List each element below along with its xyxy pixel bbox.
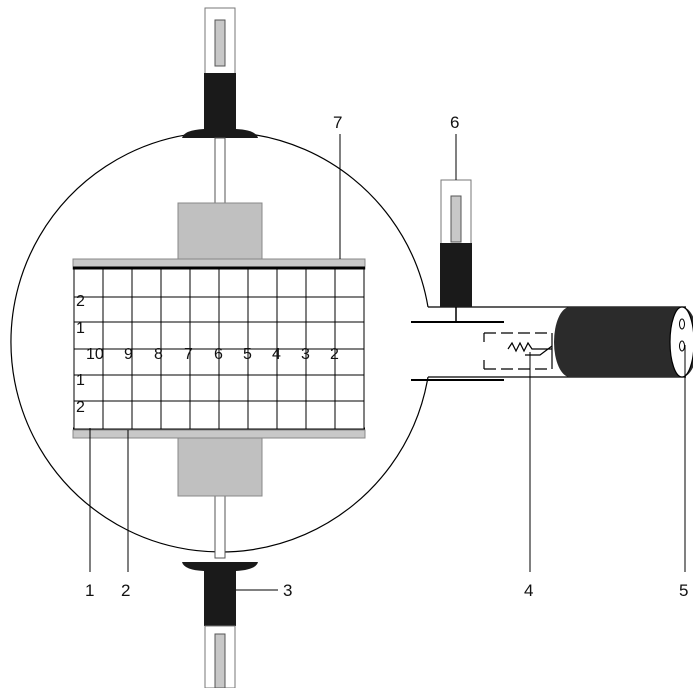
- callout-4: 4: [524, 581, 533, 600]
- scale-h-5: 5: [243, 346, 252, 363]
- callout-1: 1: [85, 581, 94, 600]
- scale-h-4: 4: [272, 346, 281, 363]
- filament-coil: [507, 341, 552, 353]
- scale-v-top-1: 1: [76, 320, 85, 337]
- electron-gun: [554, 306, 693, 378]
- scale-h-10: 10: [86, 346, 104, 363]
- scale-h-6: 6: [214, 346, 223, 363]
- lower-plate: [72, 429, 366, 439]
- side-terminal: [440, 179, 472, 322]
- screen-grid: [73, 268, 365, 430]
- scale-h-3: 3: [301, 346, 310, 363]
- callout-5: 5: [679, 581, 688, 600]
- callout-7: 7: [333, 113, 342, 132]
- lower-gray-block: [177, 436, 263, 497]
- scale-h-2: 2: [330, 346, 339, 363]
- bulb-outline: [10, 131, 429, 553]
- top-terminal: [182, 7, 258, 204]
- callout-3: 3: [283, 581, 292, 600]
- scale-v-bottom-1: 1: [76, 372, 85, 389]
- scale-v-top-2: 2: [76, 293, 85, 310]
- scale-v-bottom-2: 2: [76, 399, 85, 416]
- upper-gray-block: [177, 202, 263, 261]
- scale-h-8: 8: [154, 346, 163, 363]
- scale-h-9: 9: [124, 346, 133, 363]
- cathode-housing: [483, 332, 553, 370]
- bottom-terminal: [182, 495, 258, 688]
- callout-6: 6: [450, 113, 459, 132]
- scale-h-7: 7: [184, 346, 193, 363]
- callout-2: 2: [121, 581, 130, 600]
